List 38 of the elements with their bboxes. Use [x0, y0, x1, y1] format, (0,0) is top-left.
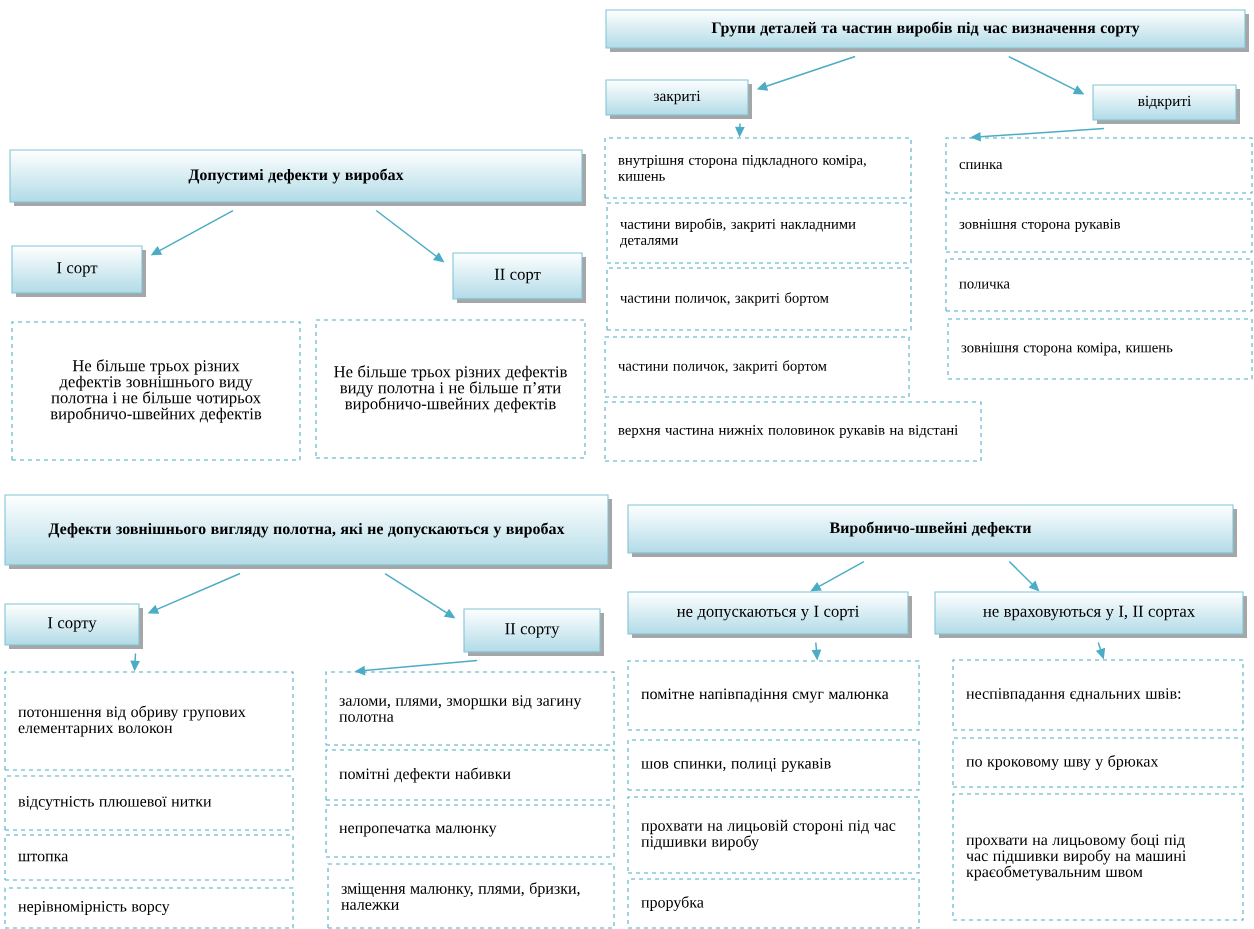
list-box: відсутність плюшевої нитки	[4, 775, 294, 831]
list-box: помітне напівпадіння смуг малюнка	[627, 660, 920, 731]
category-box: I сорт	[11, 245, 146, 297]
list-box: шов спинки, полиці рукавів	[627, 739, 920, 791]
list-box: спинка	[945, 137, 1253, 194]
category-box: I сорту	[4, 603, 143, 649]
category-box: не враховуються у I, II сортах	[934, 591, 1247, 638]
list-box: Не більше трьох різних дефектів зовнішнього виду полотна і не більше чотирьох виробничо-швейних дефектів	[11, 321, 301, 461]
heading-box: Виробничо-швейні дефекти	[627, 504, 1237, 557]
category-box: відкриті	[1092, 84, 1240, 124]
list-box: частини виробів, закриті накладними деталями	[606, 202, 912, 264]
list-box: частини поличок, закриті бортом	[606, 267, 912, 331]
list-box: внутрішня сторона підкладного коміра, кишень	[604, 137, 912, 199]
list-box: частини поличок, закриті бортом	[604, 336, 910, 398]
list-box: непропечатка малюнку	[325, 804, 615, 858]
list-box: помітні дефекти набивки	[325, 749, 615, 801]
heading-box: Групи деталей та частин виробів під час визначення сорту	[605, 9, 1249, 52]
category-box: II сорт	[452, 252, 586, 303]
list-box: прохвати на лицьовій стороні під час підшивки виробу	[627, 796, 920, 874]
list-box: прорубка	[627, 878, 920, 929]
list-box: неспівпадання єднальних швів:	[952, 659, 1244, 731]
list-box: зовнішня сторона рукавів	[945, 198, 1253, 253]
list-box: зміщення малюнку, плями, бризки, належки	[327, 863, 615, 929]
list-box: прохвати на лицьовому боці під час підшивки виробу на машині краєобметувальним швом	[952, 793, 1244, 921]
list-box: Не більше трьох різних дефектів виду полотна і не більше п’яти виробничо-швейних дефектів	[315, 319, 586, 459]
list-box: штопка	[4, 834, 294, 881]
category-box: закриті	[605, 79, 752, 119]
category-box: II сорту	[463, 608, 604, 656]
list-box: потоншення від обриву групових елементарних волокон	[4, 671, 294, 771]
heading-box: Дефекти зовнішнього вигляду полотна, які не допускаються у виробах	[4, 494, 612, 569]
category-box: не допускаються у I сорті	[627, 591, 912, 638]
list-box: верхня частина нижніх половинок рукавів на відстані	[604, 401, 982, 462]
list-box: заломи, плями, зморшки від загину полотна	[325, 671, 615, 746]
heading-box: Допустимі дефекти у виробах	[9, 149, 586, 206]
list-box: зовнішня сторона коміра, кишень	[947, 318, 1253, 380]
list-box: нерівномірність ворсу	[4, 887, 294, 929]
list-box: поличка	[945, 258, 1253, 312]
list-box: по кроковому шву у брюках	[952, 737, 1244, 788]
